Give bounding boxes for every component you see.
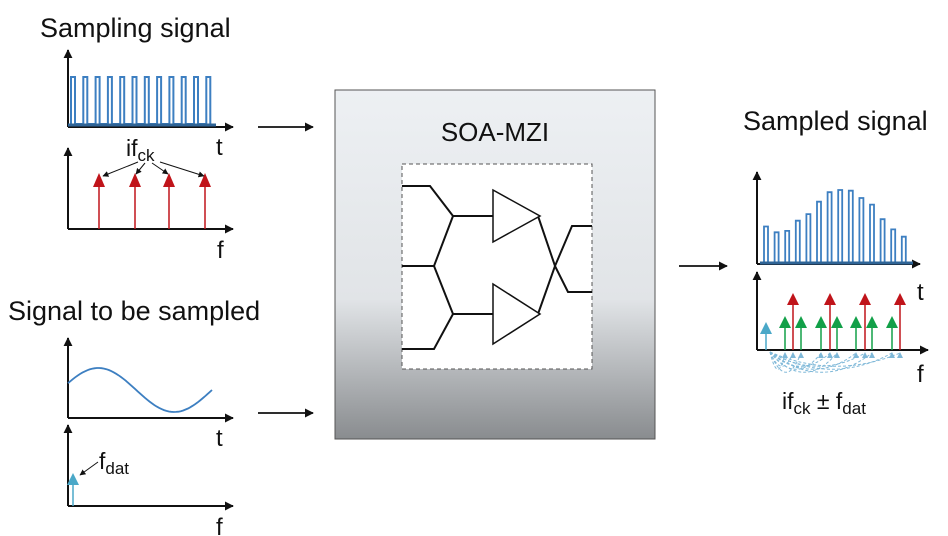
- device-title: SOA-MZI: [441, 117, 549, 147]
- data-pointer-arrow: [79, 461, 99, 476]
- data-time-plot: t: [63, 337, 234, 452]
- freq-axis-label: f: [217, 237, 224, 264]
- freq-axis-label: f: [917, 361, 924, 388]
- sampling-freq-plot: ifck f: [63, 135, 234, 264]
- data-freq-plot: fdat f: [63, 424, 234, 536]
- data-freq-label: fdat: [99, 448, 129, 478]
- baseband-data-line: [760, 322, 772, 350]
- mixing-arc: [769, 351, 873, 373]
- title-sampled-signal: Sampled signal: [743, 106, 928, 136]
- sampled-pulse: [773, 231, 780, 263]
- clock-harmonic-label: ifck: [126, 135, 155, 165]
- sampled-pulse: [890, 228, 897, 263]
- sideband-line: [850, 316, 862, 350]
- sampled-pulse: [847, 189, 854, 263]
- sampling-time-plot: t: [63, 49, 234, 161]
- sampled-pulse: [879, 218, 886, 263]
- mixing-arc-head: [782, 352, 788, 358]
- sampled-pulse: [784, 230, 791, 263]
- data-sine-wave: [67, 367, 213, 413]
- time-axis-label: t: [216, 134, 223, 161]
- sideband-mixing-arcs: [769, 351, 903, 373]
- title-signal-to-be-sampled: Signal to be sampled: [8, 296, 260, 326]
- clock-harmonic-line: [199, 173, 211, 229]
- clock-harmonic-line: [129, 173, 141, 229]
- sampled-pulse: [816, 200, 822, 263]
- sampled-pulse: [805, 213, 812, 263]
- title-sampling-signal: Sampling signal: [40, 13, 231, 43]
- annotation-pointer-arrows: [102, 161, 205, 178]
- sampled-pulse: [900, 235, 907, 263]
- freq-axis-label: f: [216, 514, 223, 536]
- clock-harmonic-line: [787, 293, 799, 350]
- clock-harmonic-line: [859, 293, 871, 350]
- sampled-pulse: [794, 219, 801, 263]
- mixing-arc-head: [827, 352, 833, 358]
- sideband-line: [866, 316, 878, 350]
- mixing-arc-head: [818, 352, 824, 358]
- clock-harmonic-line: [163, 173, 175, 229]
- sampled-time-plot: t: [752, 171, 924, 306]
- sampling-pulse-train: [70, 76, 212, 125]
- time-axis-label: t: [917, 279, 924, 306]
- mixing-arc-head: [862, 352, 868, 358]
- sideband-line: [795, 316, 807, 350]
- time-axis-label: t: [216, 425, 223, 452]
- mixing-arc: [769, 351, 901, 367]
- sampled-pulse: [869, 203, 875, 263]
- sideband-line: [815, 316, 827, 350]
- mixing-arc-head: [790, 352, 796, 358]
- mixing-label: ifck ± fdat: [782, 388, 866, 418]
- data-freq-line: [67, 473, 79, 506]
- sideband-line: [886, 316, 898, 350]
- sampled-pulse-train: [763, 189, 907, 263]
- soa-mzi-device: SOA-MZI: [334, 89, 656, 440]
- mzi-waveguides: [402, 185, 592, 350]
- mixing-arc-head: [889, 352, 895, 358]
- mixing-arc: [769, 351, 802, 373]
- mixing-arc-head: [869, 352, 875, 358]
- sampled-spectrum-lines: [760, 293, 906, 350]
- mixing-arc: [769, 351, 838, 373]
- mixing-arc-head: [834, 352, 840, 358]
- sideband-line: [779, 316, 791, 350]
- mixing-arc-head: [798, 352, 804, 358]
- sampled-freq-plot: f ifck ± fdat: [752, 271, 929, 418]
- clock-harmonic-line: [894, 293, 906, 350]
- sampled-pulse: [858, 197, 865, 263]
- sampled-pulse: [763, 225, 769, 263]
- sampled-pulse: [837, 189, 844, 263]
- clock-harmonic-line: [93, 173, 105, 229]
- clock-harmonic-line: [824, 293, 836, 350]
- sideband-line: [831, 316, 843, 350]
- mixing-arc: [769, 351, 893, 370]
- mixing-arc-head: [897, 352, 903, 358]
- soa-amplifier-lower: [492, 282, 542, 346]
- soa-amplifier-upper: [492, 188, 542, 244]
- sampled-pulse: [826, 191, 833, 263]
